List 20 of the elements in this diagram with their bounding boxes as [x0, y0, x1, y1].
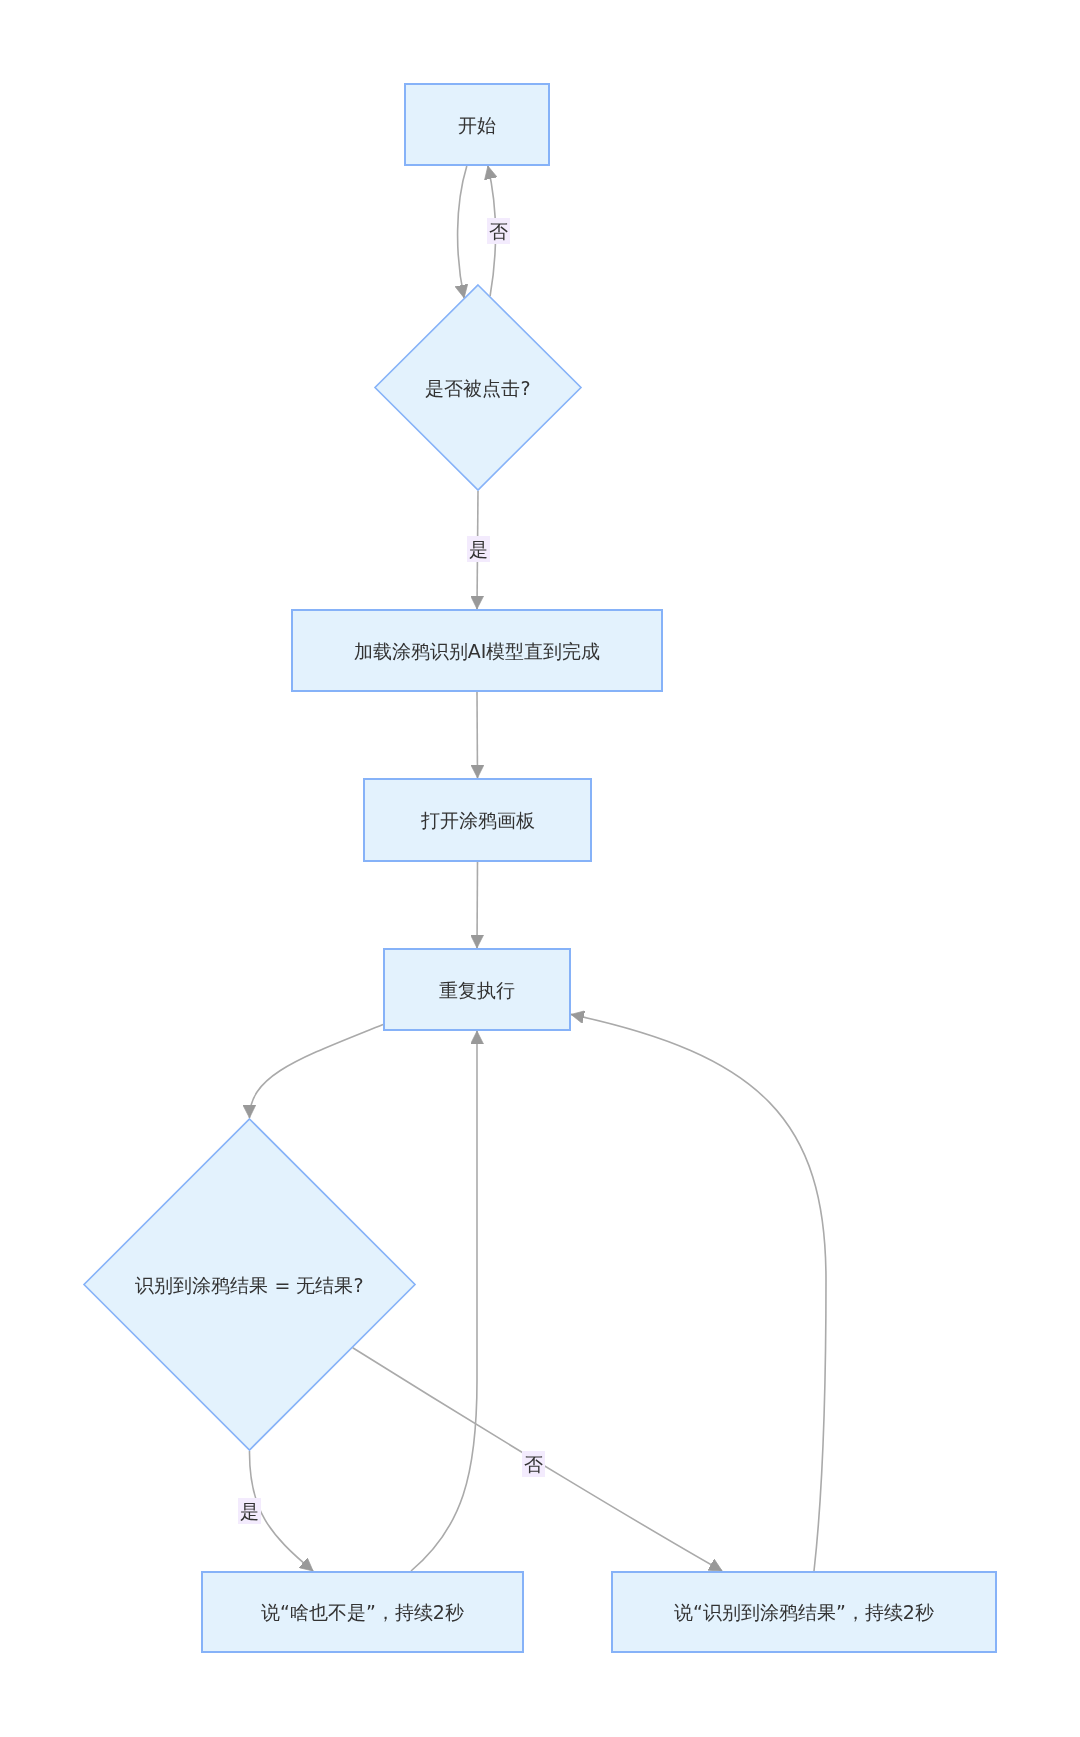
process-box: 加载涂鸦识别AI模型直到完成: [291, 609, 663, 692]
process-box: 打开涂鸦画板: [363, 778, 592, 862]
edge-label: 是: [237, 1498, 261, 1524]
edge-label: 是: [466, 536, 490, 562]
process-box: 重复执行: [383, 948, 571, 1031]
arrow: [410, 1030, 484, 1572]
process-box: 说“识别到涂鸦结果”，持续2秒: [611, 1571, 997, 1653]
arrow: [470, 691, 485, 779]
process-box: 说“啥也不是”，持续2秒: [201, 1571, 524, 1653]
decision-diamond: 识别到涂鸦结果 = 无结果?: [83, 1118, 416, 1451]
process-box: 开始: [404, 83, 550, 166]
arrow: [454, 165, 469, 299]
decision-diamond: 是否被点击?: [374, 284, 582, 491]
arrow: [570, 1010, 827, 1572]
edge-label: 否: [486, 218, 510, 244]
edge-label: 否: [521, 1451, 545, 1477]
arrow: [243, 1023, 384, 1119]
arrow: [470, 861, 484, 949]
arrow: [248, 1450, 314, 1572]
arrow: [351, 1347, 723, 1572]
